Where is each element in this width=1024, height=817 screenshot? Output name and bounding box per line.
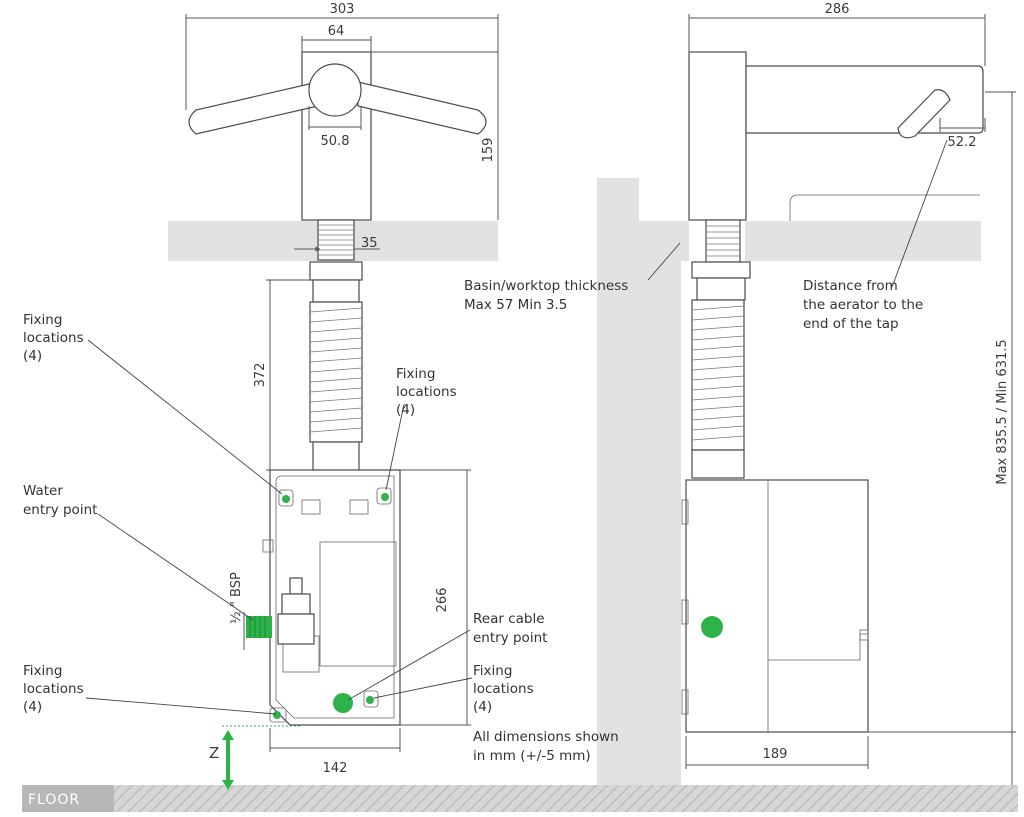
- dim-side-overall-length: 286: [825, 2, 850, 17]
- side-control-box: [685, 479, 869, 733]
- front-hub: [308, 63, 362, 117]
- side-aerator: [897, 89, 951, 139]
- dim-front-stem-width: 64: [328, 24, 345, 39]
- dimension-labels: 303 64 50.8 159 35 372 266 142 ½ " BSP Z…: [209, 2, 1010, 776]
- front-control-box: [269, 469, 401, 726]
- label-basin-thickness: Basin/worktop thickness Max 57 Min 3.5: [464, 278, 633, 313]
- front-nut: [309, 261, 363, 281]
- dim-floor-clearance: Z: [209, 744, 219, 762]
- side-tap-body: [688, 51, 747, 221]
- floor-label: FLOOR: [28, 792, 80, 808]
- label-water-entry: Water entry point: [23, 483, 97, 518]
- dim-front-hose-length: 372: [253, 363, 268, 388]
- floor-label-box: [22, 785, 114, 812]
- floor: FLOOR: [22, 785, 1018, 812]
- dim-front-box-height: 266: [435, 588, 450, 613]
- dim-side-box-depth: 189: [763, 747, 788, 762]
- label-all-dimensions: All dimensions shown in mm (+/-5 mm): [473, 729, 623, 764]
- label-fixing-top-right: Fixing locations (4): [396, 366, 461, 418]
- label-rear-cable: Rear cable entry point: [473, 611, 549, 646]
- callout-labels: Fixing locations (4) Fixing locations (4…: [23, 278, 928, 764]
- front-rear-cable-entry-icon: [333, 693, 353, 713]
- label-aerator-distance: Distance from the aerator to the end of …: [803, 278, 928, 332]
- front-dimensions: [185, 14, 499, 752]
- dim-front-height: 159: [481, 138, 496, 163]
- dim-front-shank-width: 35: [361, 236, 378, 251]
- front-handle-right: [357, 81, 487, 135]
- dim-front-hub-diameter: 50.8: [321, 134, 350, 149]
- dim-bsp-fitting: ½ " BSP: [229, 572, 244, 624]
- label-fixing-bottom-right: Fixing locations (4): [473, 663, 538, 715]
- dim-front-overall-width: 303: [330, 2, 355, 17]
- side-dimensions: [685, 14, 1016, 785]
- dim-side-total-height: Max 835.5 / Min 631.5: [995, 339, 1010, 484]
- label-fixing-bottom-left: Fixing locations (4): [23, 663, 88, 715]
- front-view: [188, 51, 487, 790]
- front-handle-left: [188, 81, 319, 135]
- side-hose: [691, 299, 745, 451]
- dim-front-box-width: 142: [323, 761, 348, 776]
- side-cable-entry-icon: [701, 616, 723, 638]
- leader-lines: [85, 139, 948, 715]
- label-fixing-top-left: Fixing locations (4): [23, 312, 88, 364]
- dim-side-spout-offset: 52.2: [948, 135, 977, 150]
- side-view: [681, 51, 984, 733]
- countertop-side: [597, 178, 981, 785]
